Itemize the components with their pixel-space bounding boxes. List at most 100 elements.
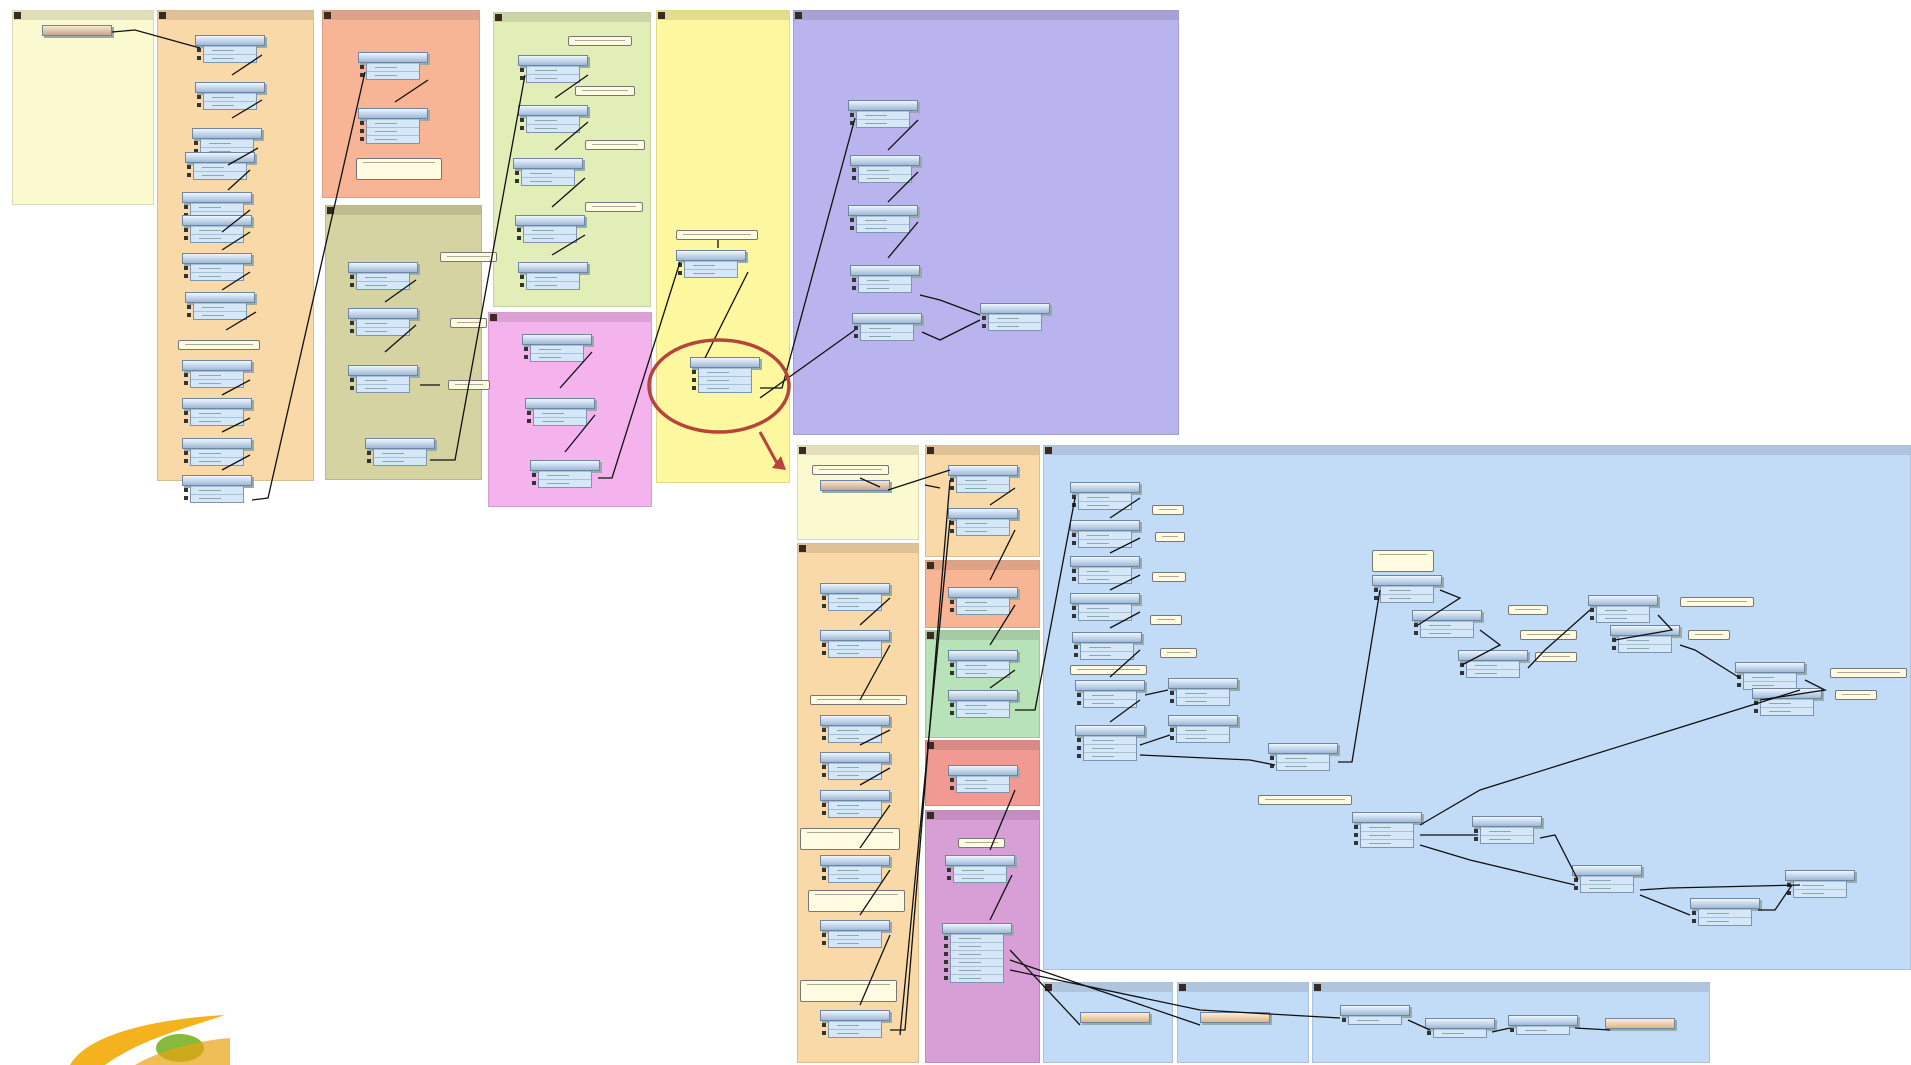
transformer-node[interactable] [182,438,252,466]
transformer-node[interactable] [195,35,265,63]
bookmark-green-2[interactable] [925,630,1040,738]
transformer-node[interactable] [820,1010,890,1038]
transformer-node[interactable] [185,152,255,180]
transformer-node[interactable] [1610,625,1680,653]
transformer-node[interactable] [820,920,890,948]
transformer-node[interactable] [945,855,1015,883]
transformer-node[interactable] [820,790,890,818]
transformer-node[interactable] [1168,715,1238,743]
transformer-node[interactable] [1072,632,1142,660]
transformer-node[interactable] [1588,595,1658,623]
transformer-node[interactable] [1752,688,1822,716]
transformer-node[interactable] [1472,816,1542,844]
transformer-node[interactable] [980,303,1050,331]
transformer-node[interactable] [1412,610,1482,638]
transformer-node[interactable] [1070,482,1140,510]
transformer-node[interactable] [1075,680,1145,708]
transformer-node[interactable] [182,253,252,281]
transformer-node[interactable] [820,752,890,780]
transformer-node[interactable] [850,155,920,183]
transformer-node[interactable] [1168,678,1238,706]
transformer-node[interactable] [348,365,418,393]
transformer-node[interactable] [518,55,588,83]
transformer-node[interactable] [195,82,265,110]
transformer-ports [822,866,882,883]
transformer-node[interactable] [182,398,252,426]
transformer-node[interactable] [848,205,918,233]
transformer-node[interactable] [1458,650,1528,678]
writer-node[interactable] [1605,1018,1675,1029]
reader-node[interactable] [820,480,890,491]
transformer-title [820,480,890,491]
bookmark-start-2[interactable] [797,445,919,540]
transformer-node[interactable] [948,765,1018,793]
transformer-ports [1077,736,1137,761]
transformer-ports [367,449,427,466]
transformer-node[interactable] [820,583,890,611]
transformer-node[interactable] [530,460,600,488]
transformer-node[interactable] [1425,1018,1495,1038]
transformer-node[interactable] [942,923,1012,983]
transformer-node[interactable] [848,100,918,128]
transformer-node[interactable] [358,108,428,144]
bookmark-header [158,11,313,20]
transformer-node[interactable] [820,855,890,883]
transformer-node[interactable] [525,398,595,426]
transformer-title [948,465,1018,476]
transformer-node[interactable] [1508,1015,1578,1035]
transformer-ports [1072,604,1132,621]
transformer-node[interactable] [1372,575,1442,603]
transformer-node[interactable] [348,308,418,336]
transformer-ports [1072,493,1132,510]
transformer-node[interactable] [1340,1005,1410,1025]
annotation-box [1150,615,1182,625]
bookmark-start[interactable] [12,10,154,205]
bookmark-orange-3[interactable] [925,445,1040,557]
transformer-node[interactable] [1070,593,1140,621]
reader-node[interactable] [42,25,112,36]
transformer-node[interactable] [518,105,588,133]
transformer-node[interactable] [182,360,252,388]
transformer-node[interactable] [852,313,922,341]
transformer-node[interactable] [515,215,585,243]
transformer-node[interactable] [1268,743,1338,771]
transformer-node[interactable] [348,262,418,290]
transformer-node[interactable] [1572,865,1642,893]
transformer-node[interactable] [676,250,746,278]
transformer-node[interactable] [365,438,435,466]
transformer-node[interactable] [1070,520,1140,548]
transformer-node[interactable] [182,215,252,243]
writer-node[interactable] [1080,1012,1150,1023]
transformer-node[interactable] [522,334,592,362]
bookmark-yellow[interactable] [656,10,790,483]
transformer-node[interactable] [948,508,1018,536]
transformer-node[interactable] [185,292,255,320]
transformer-node[interactable] [358,52,428,80]
transformer-node[interactable] [1352,812,1422,848]
bookmark-header [657,11,789,20]
transformer-node[interactable] [513,158,583,186]
annotation-box [1688,630,1730,640]
transformer-node[interactable] [948,690,1018,718]
transformer-node[interactable] [1735,662,1805,690]
transformer-ports [187,303,247,320]
transformer-node[interactable] [820,715,890,743]
transformer-node[interactable] [820,630,890,658]
transformer-node[interactable] [1785,870,1855,898]
transformer-node[interactable] [850,265,920,293]
writer-node[interactable] [1200,1012,1270,1023]
transformer-node-highlighted[interactable] [690,357,760,393]
transformer-node[interactable] [948,587,1018,615]
transformer-node[interactable] [948,650,1018,678]
transformer-title [676,250,746,261]
transformer-node[interactable] [1075,725,1145,761]
transformer-node[interactable] [182,475,252,503]
transformer-title [1070,482,1140,493]
transformer-node[interactable] [1070,556,1140,584]
transformer-title [1425,1018,1495,1029]
transformer-title [515,215,585,226]
bookmark-header [926,631,1039,640]
transformer-node[interactable] [1690,898,1760,926]
transformer-node[interactable] [948,465,1018,493]
transformer-node[interactable] [518,262,588,290]
